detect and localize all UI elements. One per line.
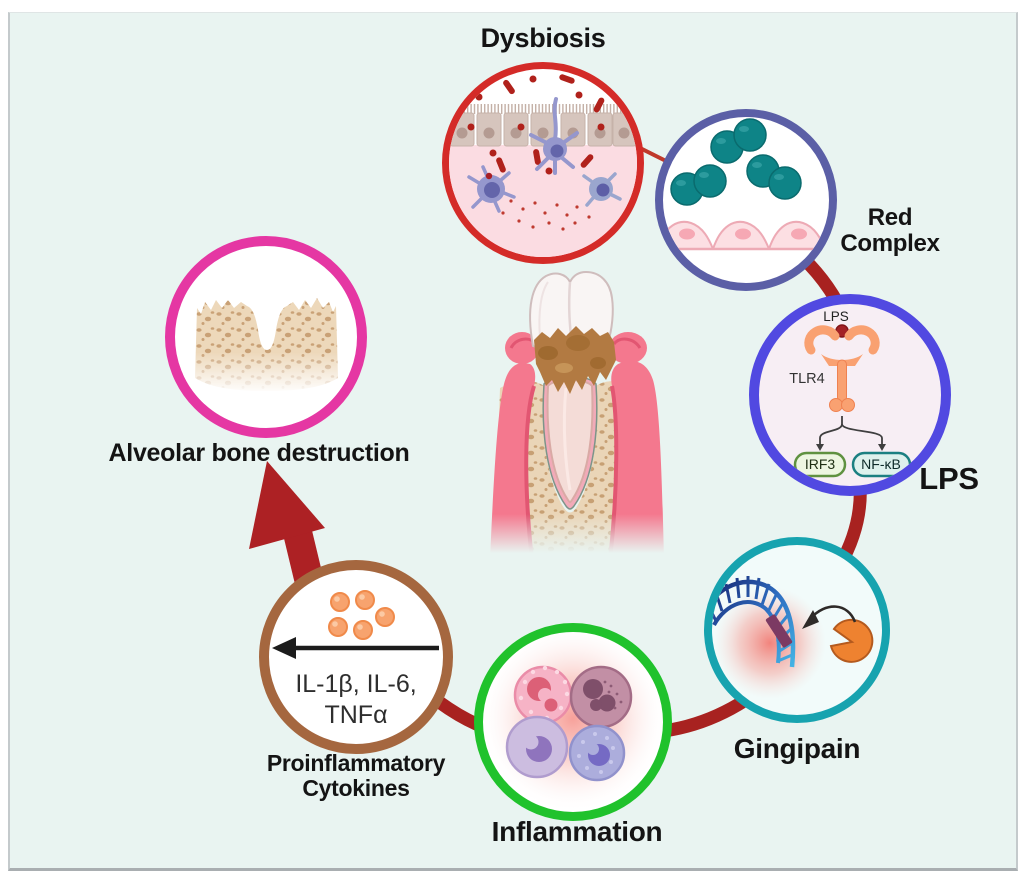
node-bone-circle: [165, 236, 367, 438]
cytokine-names-line2: TNFα: [324, 701, 387, 729]
nfkb-pill: NF-κB: [851, 451, 912, 478]
bone-illustration: [183, 298, 349, 404]
label-alveolar-bone-destruction: Alveolar bone destruction: [108, 439, 410, 467]
tlr4-receptor: [804, 325, 880, 412]
label-proinflammatory-cytokines: Proinflammatory Cytokines: [266, 750, 446, 801]
dysbiosis-illustration: [449, 74, 637, 257]
label-gingipain: Gingipain: [733, 733, 861, 764]
lps-ligand-label: LPS: [823, 309, 849, 324]
label-inflammation: Inflammation: [491, 816, 663, 847]
label-dysbiosis: Dysbiosis: [480, 23, 606, 53]
dendritic-cell: [529, 97, 579, 175]
lymphocyte-cell: [505, 715, 569, 779]
inflamed-glow: [714, 587, 826, 699]
label-red-complex: Red Complex: [840, 204, 940, 257]
svg-text:NF-κB: NF-κB: [861, 456, 901, 472]
cytokines-illustration: IL-1β, IL-6, TNFα: [272, 590, 439, 729]
cytokine-names-line1: IL-1β, IL-6,: [295, 670, 416, 698]
node-red-complex-circle: [655, 109, 837, 291]
node-dysbiosis-circle: [442, 62, 644, 264]
basophil-cell: [568, 724, 626, 782]
red-bacteria: [467, 74, 616, 175]
signal-branches: [819, 416, 883, 444]
monocyte-cell: [582, 172, 622, 207]
lps-tlr4-pathway: LPS TLR4 IRF3: [789, 309, 912, 478]
macrophage-cell: [467, 165, 516, 213]
gingiva: [490, 332, 664, 560]
inflammation-illustration: [483, 632, 663, 812]
svg-text:IRF3: IRF3: [805, 456, 836, 472]
cleavage-clamp: [765, 614, 793, 648]
resorbed-bone: [183, 298, 349, 404]
calculus-deposit: [534, 326, 616, 394]
action-arrow: [802, 605, 857, 629]
red-complex-illustration: [663, 118, 829, 251]
epithelial-layer: [663, 220, 829, 251]
tlr4-label: TLR4: [789, 371, 824, 387]
node-cytokines-circle: IL-1β, IL-6, TNFα: [259, 560, 453, 754]
diplococci-bacteria: [670, 118, 802, 206]
eosinophil-cell: [513, 665, 573, 725]
node-gingipain-circle: [704, 537, 890, 723]
node-lps-circle: LPS TLR4 IRF3: [749, 294, 951, 496]
label-lps: LPS: [919, 461, 979, 496]
bacterial-speckles: [501, 199, 591, 231]
gingipain-enzyme: [829, 618, 874, 663]
irf3-pill: IRF3: [793, 451, 847, 478]
node-inflammation-circle: [474, 623, 672, 821]
gingipain-illustration: [712, 576, 874, 699]
monocyte-cell: [569, 665, 633, 729]
release-arrow: [272, 637, 439, 659]
periodontitis-tooth-illustration: [478, 270, 668, 560]
cleaved-protein-ladder: [712, 576, 796, 668]
